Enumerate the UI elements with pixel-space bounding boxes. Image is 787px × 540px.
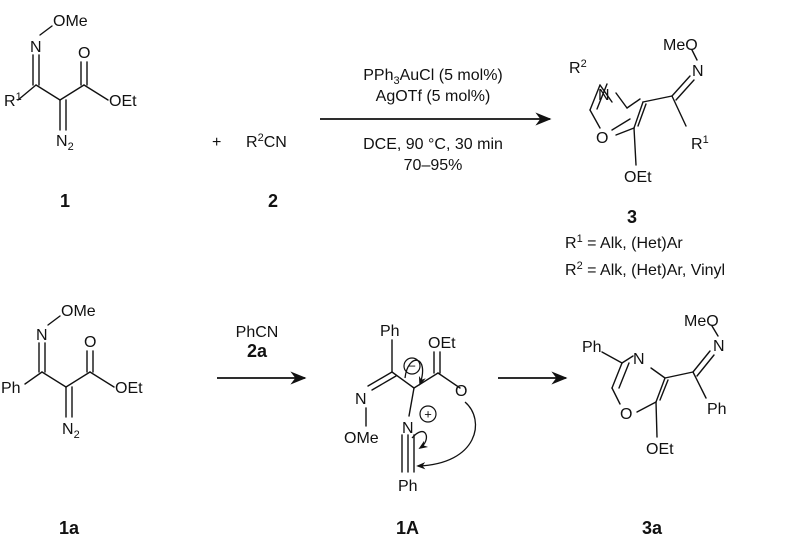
scope-r2: R2 = Alk, (Het)Ar, Vinyl	[565, 260, 725, 279]
phenyl-group-1a: Ph	[1, 380, 21, 397]
svg-text:−: −	[408, 359, 416, 374]
compound-3-structure	[589, 49, 698, 166]
oxazole-oxygen-3a: O	[620, 406, 632, 423]
oxime-nitrogen: N	[30, 39, 42, 56]
ethoxy-group-3a: OEt	[646, 441, 674, 458]
compound-label-3: 3	[627, 207, 637, 227]
curly-arrow-oxygen-attack	[416, 401, 477, 470]
carbonyl-oxygen-1A: O	[455, 383, 467, 400]
yield-range: 70–95%	[404, 157, 463, 174]
nitrile-reagent: R2CN	[246, 132, 287, 151]
additive-condition: AgOTf (5 mol%)	[376, 88, 491, 105]
ethoxy-group-1a: OEt	[115, 380, 143, 397]
compound-label-3a: 3a	[642, 518, 663, 538]
phenyl-bottom-1A: Ph	[398, 478, 418, 495]
diazo-group-1a: N2	[62, 421, 80, 441]
catalyst-condition: PPh3AuCl (5 mol%)	[363, 67, 503, 87]
intermediate-1A-structure	[365, 339, 461, 473]
ome-group-1A: OMe	[344, 430, 379, 447]
nitrilium-nitrogen-1A: N	[402, 420, 414, 437]
nitrilium-charge: +	[419, 405, 437, 423]
compound-3a-structure	[601, 325, 719, 438]
oxime-nitrogen-1A: N	[355, 391, 367, 408]
oxime-nitrogen-product: N	[692, 63, 704, 80]
oxazole-nitrogen-3a: N	[633, 351, 645, 368]
plus-sign: +	[212, 134, 221, 151]
scope-r1: R1 = Alk, (Het)Ar	[565, 233, 683, 252]
carbanion-charge: −	[403, 357, 421, 375]
compound-label-2: 2	[268, 191, 278, 211]
reagent-label-2a: 2a	[247, 341, 268, 361]
curly-arrow-carbanion	[404, 359, 426, 386]
ome-group: OMe	[53, 13, 88, 30]
phenyl-top-1A: Ph	[380, 323, 400, 340]
solvent-condition: DCE, 90 °C, 30 min	[363, 136, 503, 153]
r2-substituent: R2	[569, 58, 587, 77]
compound-1-structure	[17, 25, 109, 131]
ethoxy-group-1A: OEt	[428, 335, 456, 352]
oxime-nitrogen-3a: N	[713, 338, 725, 355]
methoxy-oxime: MeO	[663, 37, 698, 54]
oxazole-nitrogen: N	[598, 87, 610, 104]
ethoxy-group: OEt	[109, 93, 137, 110]
ome-group-1a: OMe	[61, 303, 96, 320]
curly-arrow-nitrilium	[411, 431, 429, 450]
svg-text:+: +	[424, 407, 432, 422]
carbonyl-oxygen: O	[78, 45, 90, 62]
r1-substituent: R1	[4, 91, 22, 110]
r1-substituent-product: R1	[691, 134, 709, 153]
phenyl-group-3a-second: Ph	[707, 401, 727, 418]
intermediate-label-1A: 1A	[396, 518, 419, 538]
compound-label-1: 1	[60, 191, 70, 211]
methoxy-oxime-3a: MeO	[684, 313, 719, 330]
compound-1a-structure	[24, 315, 115, 418]
phenyl-group-3a: Ph	[582, 339, 602, 356]
ethoxy-group-product: OEt	[624, 169, 652, 186]
diazo-group: N2	[56, 133, 74, 153]
reagent-phcn: PhCN	[236, 324, 279, 341]
carbonyl-oxygen-1a: O	[84, 334, 96, 351]
oxime-nitrogen-1a: N	[36, 327, 48, 344]
oxazole-oxygen: O	[596, 130, 608, 147]
compound-label-1a: 1a	[59, 518, 80, 538]
